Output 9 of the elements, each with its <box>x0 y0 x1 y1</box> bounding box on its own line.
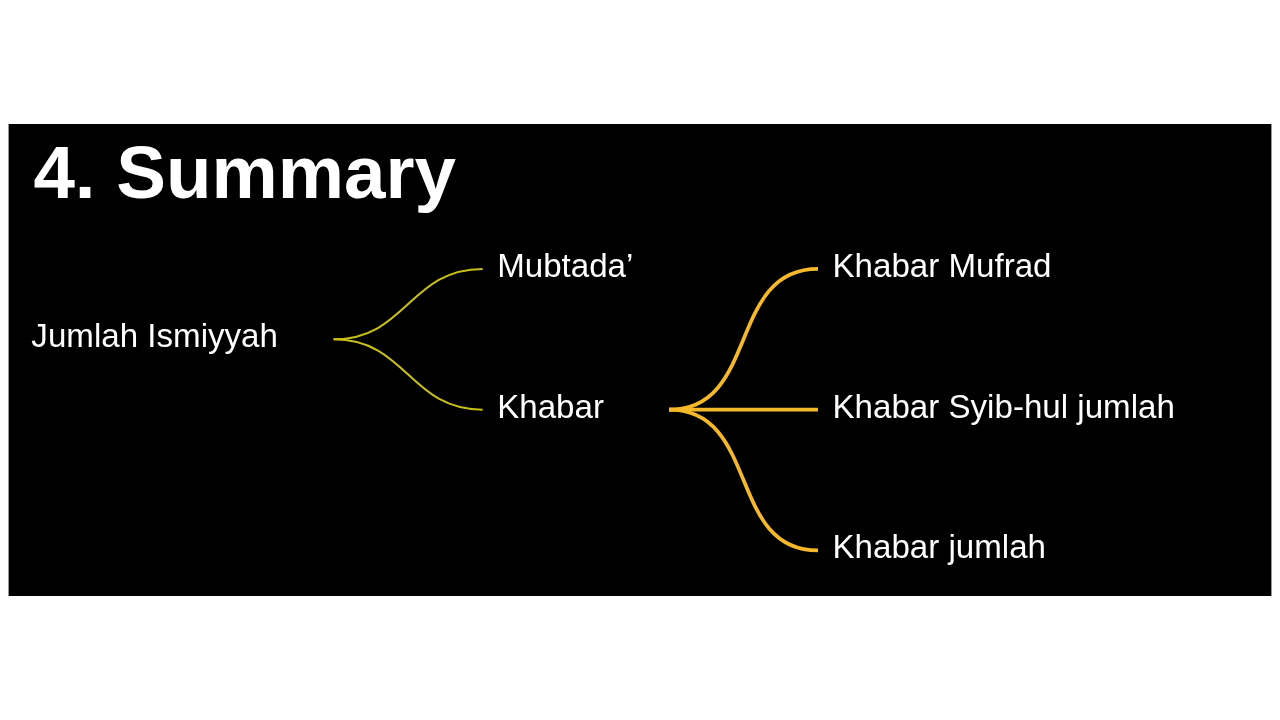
node-text: Khabar Syib-hul jumlah <box>832 387 1175 425</box>
node-text: Jumlah Ismiyyah <box>31 317 278 355</box>
node-text: Khabar jumlah <box>832 528 1047 566</box>
connector <box>668 407 819 553</box>
node-text: Khabar <box>497 387 604 425</box>
node-text: Mubtada’ <box>497 246 634 284</box>
connector <box>333 338 483 411</box>
node-text: Khabar Mufrad <box>832 246 1052 284</box>
diagram-title: 4. Summary <box>33 131 456 215</box>
